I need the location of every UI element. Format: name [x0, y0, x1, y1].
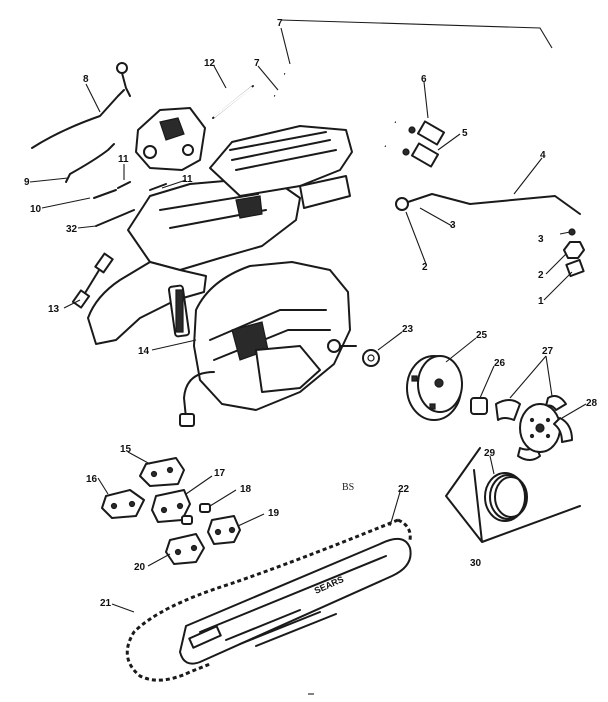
clutch-spring-29 — [484, 472, 528, 522]
callout-3: 3 — [450, 220, 456, 231]
top-bracket-line — [280, 19, 553, 49]
callout-16: 16 — [86, 474, 98, 485]
callout-1: 1 — [538, 296, 544, 307]
engine-housing — [127, 125, 353, 271]
choke-rod — [65, 143, 115, 183]
callout-2: 2 — [422, 262, 428, 273]
washer-23-hole — [367, 354, 375, 362]
callout-17: 17 — [214, 468, 226, 479]
chain-link-20 — [165, 533, 205, 565]
bearing-26 — [470, 397, 488, 415]
rivet-18 — [181, 503, 211, 525]
nut-2-right — [563, 241, 585, 259]
throttle-rod — [31, 89, 125, 149]
callout-28: 28 — [586, 398, 598, 409]
fitting-5-washer — [402, 148, 410, 156]
callout-23: 23 — [402, 324, 414, 335]
air-filter-gasket-grid — [175, 289, 184, 333]
callout-7: 7 — [277, 18, 283, 29]
spark-plug-boot — [179, 413, 195, 427]
fuel-line-12-core — [213, 86, 253, 118]
fitting-6 — [416, 120, 446, 146]
callout-9: 9 — [24, 177, 30, 188]
callout-3: 3 — [538, 234, 544, 245]
callout-13: 13 — [48, 304, 60, 315]
chain-link-15 — [139, 457, 185, 487]
callout-7: 7 — [254, 58, 260, 69]
callout-22: 22 — [398, 484, 410, 495]
hose-lower-core — [274, 93, 387, 149]
callout-29: 29 — [484, 448, 496, 459]
callout-20: 20 — [134, 562, 146, 573]
ignition-wire — [183, 371, 215, 419]
primer-13 — [71, 252, 114, 309]
fitting-6-washer — [408, 126, 416, 134]
fuel-line-10 — [93, 189, 117, 199]
callout-25: 25 — [476, 330, 488, 341]
callout-5: 5 — [462, 128, 468, 139]
callout-12: 12 — [204, 58, 216, 69]
oil-tube — [407, 193, 581, 215]
callout-4: 4 — [540, 150, 546, 161]
throttle-rod-eye — [116, 62, 128, 74]
saw-chain-21-upper — [397, 518, 412, 541]
saw-chain-21 — [125, 518, 399, 682]
rear-handle — [87, 261, 207, 345]
callout-8: 8 — [83, 74, 89, 85]
callout-32: 32 — [66, 224, 78, 235]
callout-labels: 1 2 2 3 3 4 5 6 7 7 8 9 10 11 11 12 13 1… — [24, 18, 598, 609]
sheet-code: BS — [342, 482, 354, 493]
callout-21: 21 — [100, 598, 112, 609]
callout-11: 11 — [182, 174, 193, 185]
fitting-11 — [117, 181, 131, 189]
callout-11: 11 — [118, 154, 129, 165]
callout-18: 18 — [240, 484, 252, 495]
hose-upper-core — [284, 71, 397, 125]
callout-26: 26 — [494, 358, 506, 369]
oil-tube-nut — [395, 197, 409, 211]
callout-15: 15 — [120, 444, 132, 455]
clutch-drum-25 — [406, 355, 463, 421]
callout-2: 2 — [538, 270, 544, 281]
fitting-11b — [149, 183, 167, 191]
carburetor — [135, 107, 206, 171]
callout-14: 14 — [138, 346, 150, 357]
callout-30: 30 — [470, 558, 482, 569]
throttle-rod-upper — [121, 72, 131, 97]
callout-19: 19 — [268, 508, 280, 519]
callout-6: 6 — [421, 74, 427, 85]
leader-lines — [29, 27, 587, 613]
spring-32 — [95, 209, 135, 227]
callout-27: 27 — [542, 346, 554, 357]
chain-link-16 — [101, 489, 145, 519]
callout-10: 10 — [30, 204, 42, 215]
clutch-assembly-28 — [495, 395, 573, 461]
fitting-5 — [410, 142, 440, 168]
engine-block — [193, 261, 357, 411]
bracket-30 — [445, 447, 581, 543]
chain-link-19 — [207, 515, 241, 545]
guide-bar-22: SEARS — [179, 537, 412, 665]
elbow-1 — [565, 258, 585, 278]
